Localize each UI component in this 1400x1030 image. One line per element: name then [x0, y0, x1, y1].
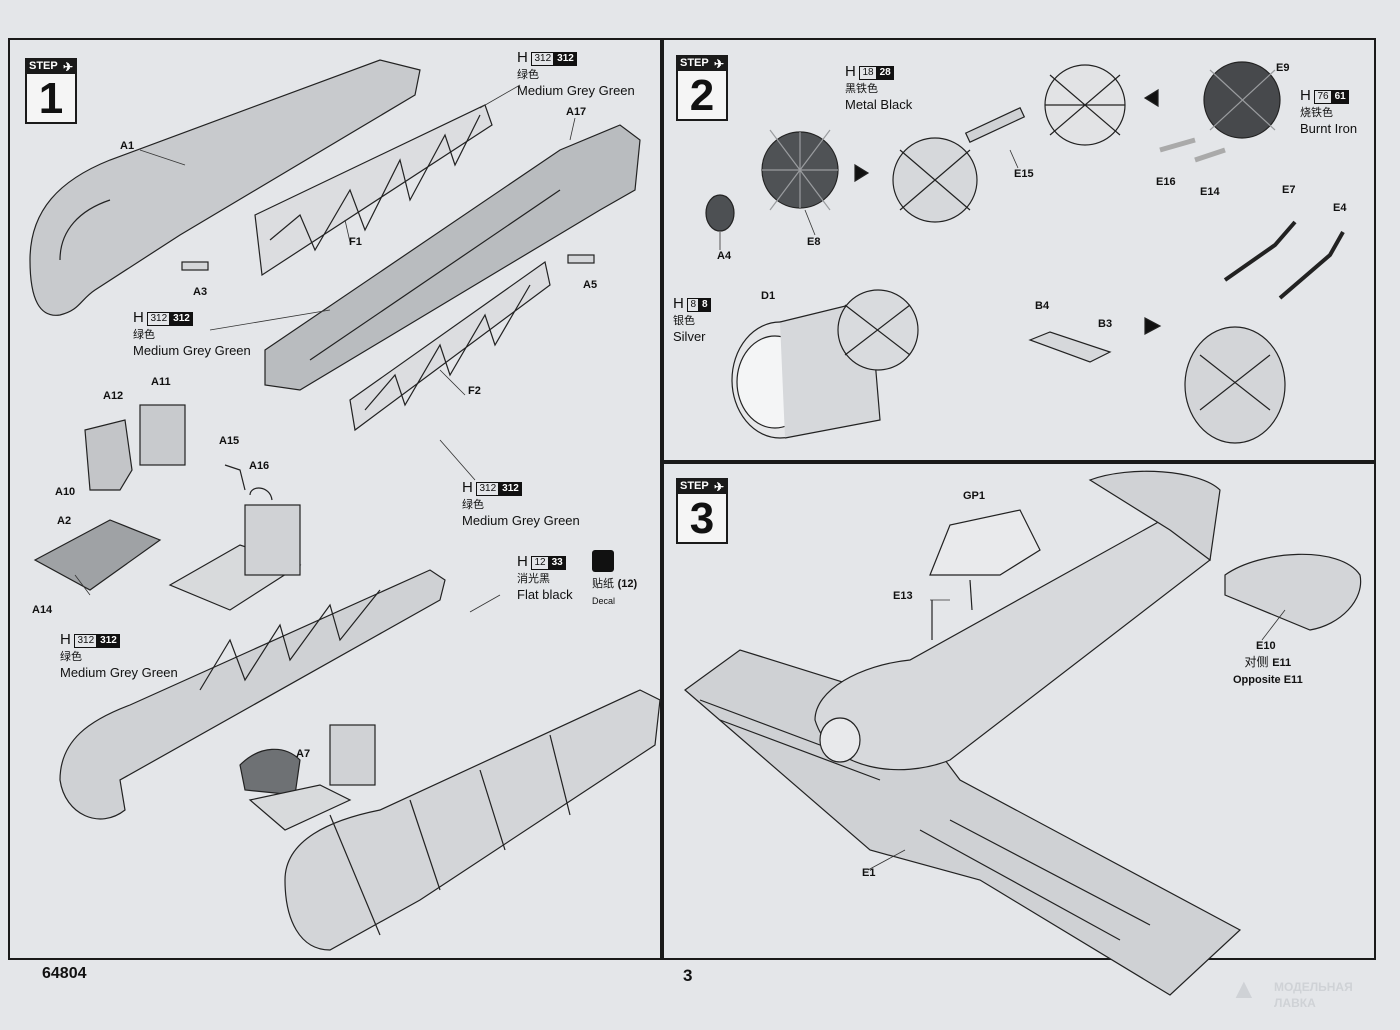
fuselage-half-a17 [264, 124, 641, 391]
part-label-a5: A5 [583, 279, 598, 291]
catalog-number: 64804 [42, 965, 87, 982]
plane-icon: ✈ [713, 480, 724, 494]
fin [1088, 470, 1221, 562]
floor-a14 [33, 519, 162, 591]
watermark-line1: МОДЕЛЬНАЯ [1274, 980, 1353, 994]
part-label-b4: B4 [1035, 300, 1050, 312]
pipe-e4 [1278, 231, 1345, 300]
part-label-a7: A7 [296, 748, 311, 760]
frame-f1 [254, 104, 493, 277]
step-3-badge: STEP ✈ 3 [676, 478, 728, 544]
part-label-a15: A15 [219, 435, 240, 447]
step-3-panel [662, 462, 1376, 960]
part-label-e9: E9 [1276, 62, 1290, 74]
frame-f2 [349, 260, 551, 432]
part-label-a14: A14 [32, 604, 53, 616]
decal-icon [592, 550, 614, 572]
fuselage-assembled [59, 569, 446, 820]
part-label-e16: E16 [1156, 176, 1176, 188]
step-1-badge: STEP ✈ 1 [25, 58, 77, 124]
part-label-gp1: GP1 [963, 490, 986, 502]
part-label-b3: B3 [1098, 318, 1113, 330]
decal-callout: 贴纸 (12) Decal [592, 550, 652, 609]
part-label-e8: E8 [807, 236, 821, 248]
arrow-left [1143, 88, 1159, 108]
arrow-right-1 [854, 163, 870, 183]
seat-a12 [84, 419, 133, 491]
shaft-e15 [964, 106, 1026, 144]
part-label-a17: A17 [566, 106, 587, 118]
part-label-e13: E13 [893, 590, 913, 602]
part-label-e1: E1 [862, 867, 876, 879]
step-2-number: 2 [676, 71, 728, 121]
bracket-b4 [1028, 331, 1112, 363]
plane-icon: ✈ [713, 57, 724, 71]
page-number: 3 [683, 966, 693, 985]
tailplane-e10 [1224, 553, 1362, 631]
arrow-right-2 [1144, 317, 1162, 335]
part-label-a4: A4 [717, 250, 732, 262]
part-label-d1: D1 [761, 290, 776, 302]
part-label-f2: F2 [468, 385, 481, 397]
watermark-icon: ▲ [1230, 973, 1258, 1004]
part-label-e14: E14 [1200, 186, 1220, 198]
step-1-panel [8, 38, 662, 960]
part-label-a16: A16 [249, 460, 270, 472]
part-label-a12: A12 [103, 390, 124, 402]
part-label-a11: A11 [151, 376, 171, 388]
part-label-a2: A2 [57, 515, 72, 527]
step-3-number: 3 [676, 494, 728, 544]
watermark-line2: ЛАВКА [1274, 996, 1316, 1010]
canopy-gp1 [929, 509, 1041, 576]
fuselage-front [284, 689, 661, 951]
plane-icon: ✈ [62, 60, 73, 74]
cowl-ring-a4 [705, 194, 735, 232]
part-label-e7: E7 [1282, 184, 1296, 196]
part-label-f1: F1 [349, 236, 362, 248]
fuselage-half-a1 [29, 59, 421, 316]
engine-assembled [1184, 326, 1286, 444]
pipe-e7 [1223, 220, 1297, 282]
step-3-word: STEP [680, 480, 709, 492]
armor-a7 [239, 748, 301, 796]
part-label-a1: A1 [120, 140, 135, 152]
box-a11 [139, 404, 186, 466]
part-label-e4: E4 [1333, 202, 1347, 214]
step-1-word: STEP [29, 60, 58, 72]
part-label-e15: E15 [1014, 168, 1034, 180]
part-label-a10: A10 [55, 486, 76, 498]
step-2-badge: STEP ✈ 2 [676, 55, 728, 121]
watermark-logo: ▲ МОДЕЛЬНАЯ ЛАВКА [1230, 973, 1400, 1022]
part-label-a3: A3 [193, 286, 208, 298]
step-1-number: 1 [25, 74, 77, 124]
step-2-word: STEP [680, 57, 709, 69]
step-2-panel [662, 38, 1376, 462]
part-label-e10: E10 [1256, 640, 1276, 652]
opposite-part-note: 对侧 E11 Opposite E11 [1233, 655, 1303, 686]
